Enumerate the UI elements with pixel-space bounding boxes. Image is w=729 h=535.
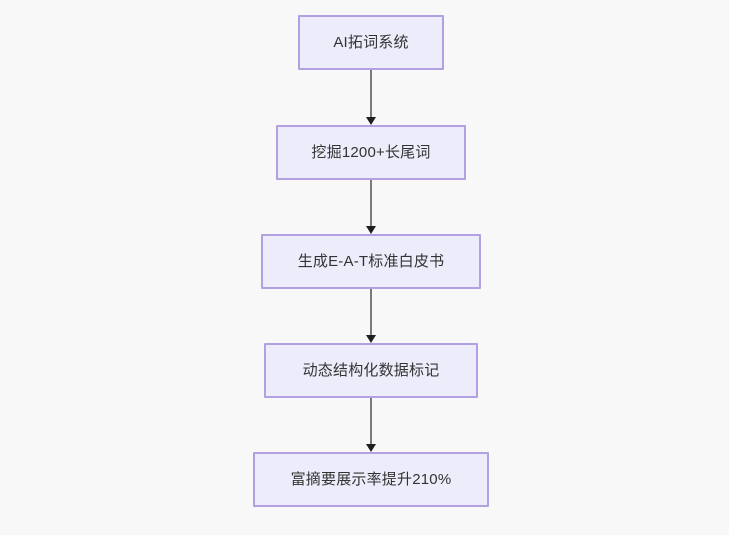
arrowhead-icon — [366, 117, 376, 125]
flowchart-node-generate-eat-whitepaper[interactable]: 生成E-A-T标准白皮书 — [261, 234, 481, 289]
connector-node4-node5 — [364, 398, 378, 452]
flowchart-node-dynamic-structured-data-markup[interactable]: 动态结构化数据标记 — [264, 343, 478, 398]
flowchart-node-mine-longtail-keywords[interactable]: 挖掘1200+长尾词 — [276, 125, 466, 180]
connector-line — [370, 180, 372, 228]
node-label: 动态结构化数据标记 — [302, 362, 440, 379]
flowchart-node-rich-snippet-impression-lift[interactable]: 富摘要展示率提升210% — [253, 452, 489, 507]
node-label: AI拓词系统 — [333, 34, 409, 51]
connector-node3-node4 — [364, 289, 378, 343]
node-label: 挖掘1200+长尾词 — [311, 144, 431, 161]
connector-node2-node3 — [364, 180, 378, 234]
flowchart-node-ai-keyword-system[interactable]: AI拓词系统 — [298, 15, 444, 70]
arrowhead-icon — [366, 444, 376, 452]
connector-line — [370, 398, 372, 446]
connector-line — [370, 289, 372, 337]
connector-node1-node2 — [364, 70, 378, 125]
connector-line — [370, 70, 372, 119]
node-label: 生成E-A-T标准白皮书 — [297, 253, 445, 270]
arrowhead-icon — [366, 226, 376, 234]
node-label: 富摘要展示率提升210% — [290, 471, 452, 488]
arrowhead-icon — [366, 335, 376, 343]
